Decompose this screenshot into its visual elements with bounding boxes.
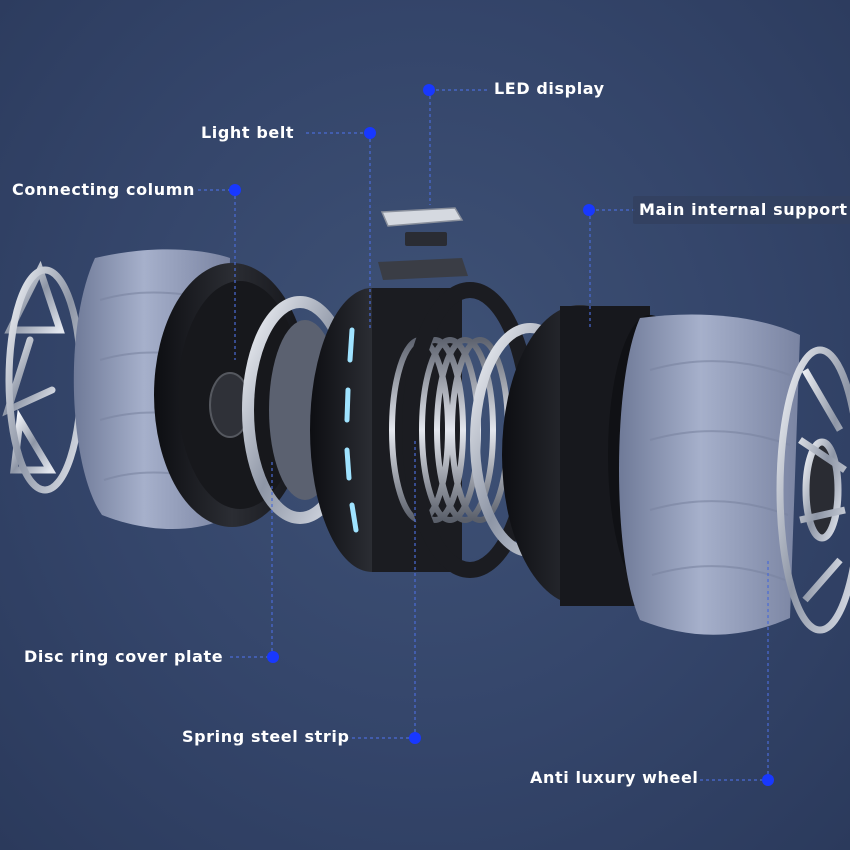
anti-luxury-wheel-marker	[762, 774, 774, 786]
spring-steel-strip-label: Spring steel strip	[182, 727, 350, 746]
leader-lines	[198, 89, 769, 781]
led-display-module	[378, 207, 468, 280]
left-wheel-assembly	[2, 249, 310, 530]
connecting-column-label: Connecting column	[12, 180, 196, 199]
disc-ring-cover-plate-label: Disc ring cover plate	[24, 647, 224, 666]
anti-luxury-wheel-part	[776, 346, 850, 634]
main-internal-support-marker	[583, 204, 595, 216]
spring-steel-strip-marker	[409, 732, 421, 744]
right-tread-ring	[619, 314, 800, 635]
right-wheel-assembly	[470, 305, 850, 635]
light-belt-marker	[364, 127, 376, 139]
led-display-marker	[423, 84, 435, 96]
disc-ring-cover-plate-marker	[267, 651, 279, 663]
led-display-label: LED display	[494, 79, 605, 98]
anti-luxury-wheel-label: Anti luxury wheel	[530, 768, 699, 787]
left-chrome-rim	[2, 260, 85, 494]
connecting-column-marker	[229, 184, 241, 196]
light-belt-strip	[344, 327, 359, 533]
main-internal-support-label: Main internal support	[633, 196, 850, 224]
marker-dots	[229, 84, 774, 786]
light-belt-label: Light belt	[201, 123, 295, 142]
